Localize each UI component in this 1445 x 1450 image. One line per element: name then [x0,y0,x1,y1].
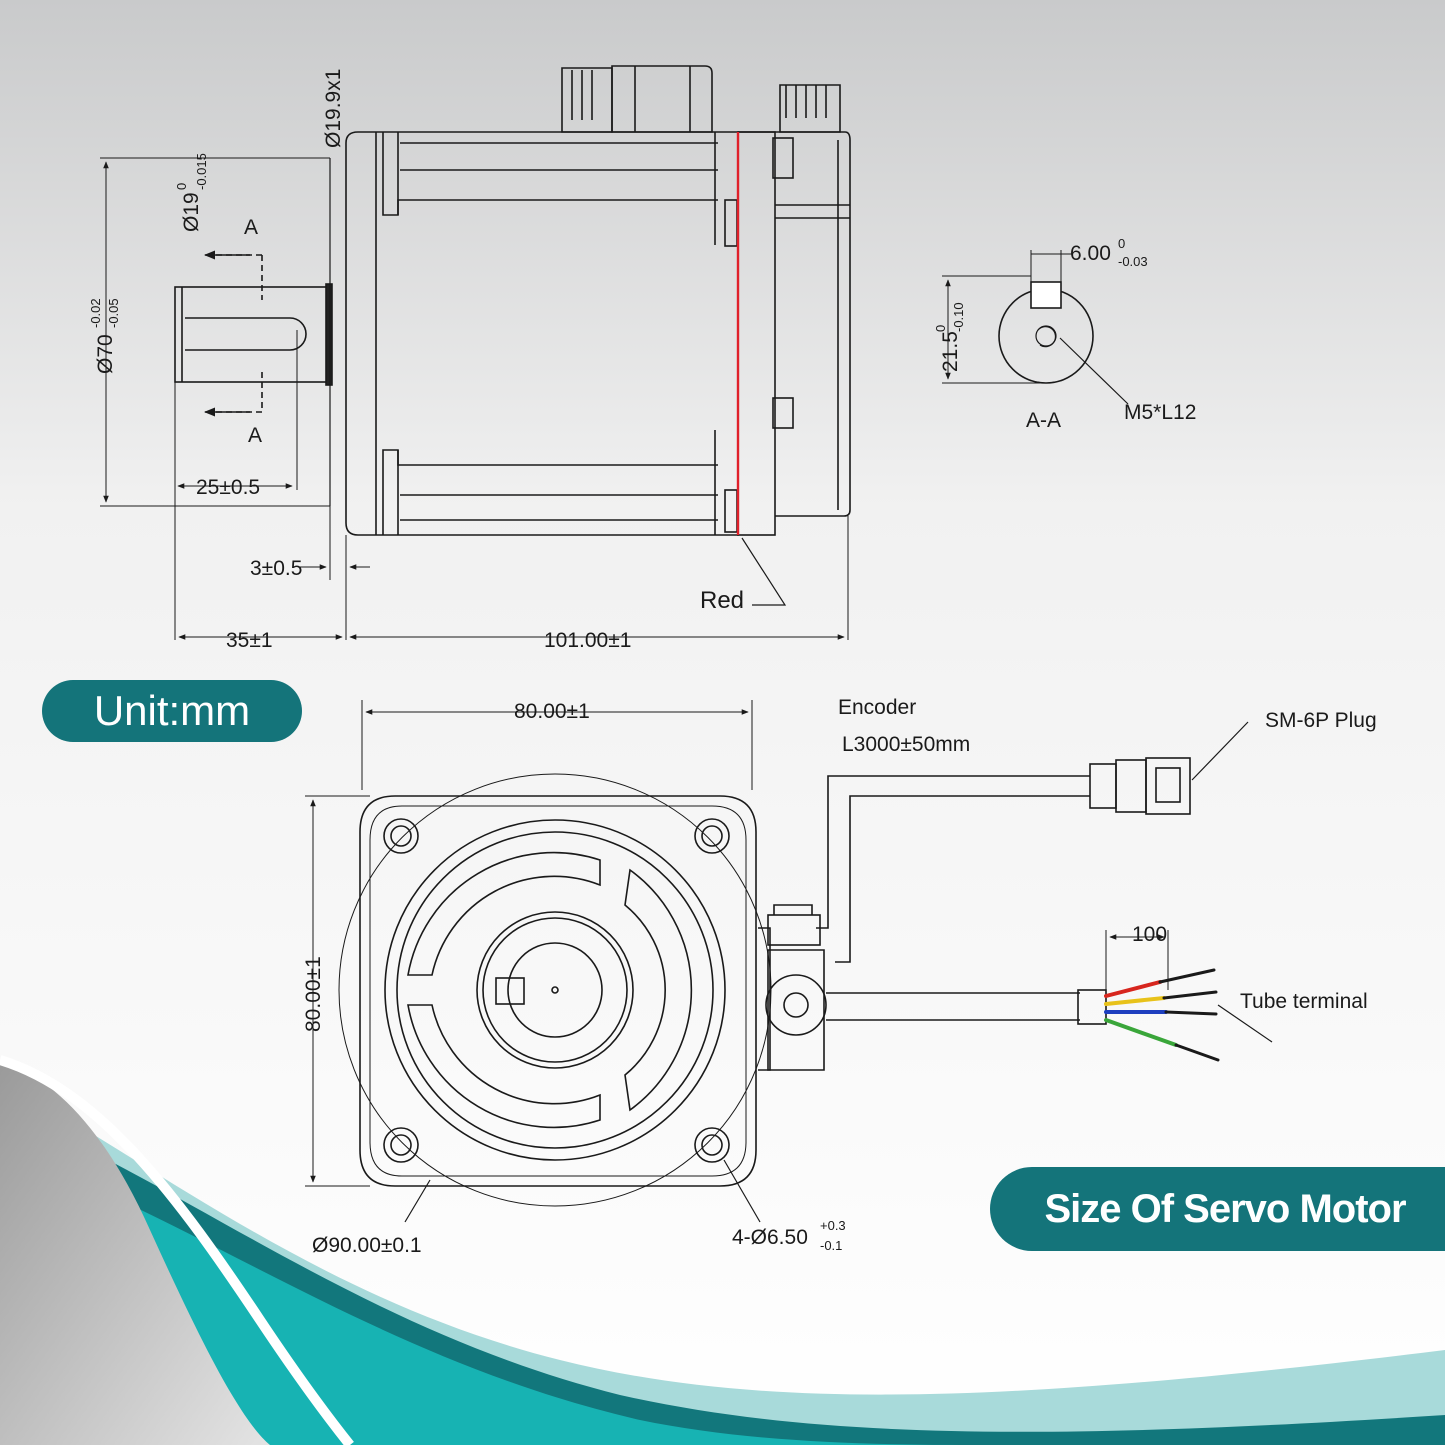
mount-hole [383,818,419,854]
wire-length-label: 100 [1132,923,1167,946]
body-length-label: 101.00±1 [544,629,631,652]
hole-spec-group: 4-Ø6.50 +0.3 -0.1 [732,1218,846,1253]
thread-label: M5*L12 [1124,401,1196,424]
front-height-label: 80.00±1 [302,956,325,1032]
front-view [305,700,1273,1207]
face-slot [407,851,601,976]
body-diameter-group: Ø70 -0.02 -0.05 [88,298,121,374]
body-diameter-sub: -0.05 [106,298,121,328]
front-width-label: 80.00±1 [514,700,590,723]
decorative-waves [0,1055,1445,1449]
shaft-keyway [185,317,307,351]
mount-hole [383,1127,419,1163]
key-width-label: 6.00 [1070,242,1111,265]
plug-label: SM-6P Plug [1265,709,1377,732]
section-title: A-A [1026,409,1061,432]
section-height-sup: 0 [933,325,948,332]
pcd-label: Ø90.00±0.1 [312,1234,422,1257]
key-width-group: 6.00 0 -0.03 [1070,236,1148,269]
mount-hole [694,818,730,854]
power-wires [1104,968,1220,1062]
section-mark-bottom: A [248,424,262,447]
mount-hole [694,1127,730,1163]
title-badge: Size Of Servo Motor [990,1167,1445,1251]
section-mark-top: A [244,216,258,239]
encoder-label: Encoder [838,696,916,719]
shaft-diameter-label: Ø19 [180,192,203,232]
key-width-sub: -0.03 [1118,254,1148,269]
encoder-housing [775,131,851,517]
encoder-port [767,914,821,946]
keyway-length-label: 25±0.5 [196,476,260,499]
shaft-diameter-sup: 0 [174,183,189,190]
face-slot [624,868,693,1112]
shaft-diameter-sub: -0.015 [194,153,209,190]
red-marker-label: Red [700,587,744,614]
shaft-length-label: 35±1 [226,629,273,652]
flange-offset-label: 3±0.5 [250,557,302,580]
power-port [767,949,825,1071]
body-diameter-sup: -0.02 [88,298,103,328]
wire-red [1104,980,1162,998]
hole-spec-sup: +0.3 [820,1218,846,1233]
face-slot [407,1004,601,1129]
encoder-connector [779,84,841,133]
pcd-circle [338,773,772,1207]
key-width-sup: 0 [1118,236,1125,251]
hole-spec-label: 4-Ø6.50 [732,1226,808,1249]
tube-terminal-label: Tube terminal [1240,990,1368,1013]
front-flange [359,795,757,1187]
section-view [942,250,1129,405]
body-diameter-label: Ø70 [94,334,117,374]
hole-spec-sub: -0.1 [820,1238,842,1253]
wire-yellow [1104,996,1166,1006]
flange-diameter-label: Ø19.9x1 [322,69,345,148]
side-view [100,65,851,640]
shaft-key [495,977,525,1005]
wire-green [1104,1018,1178,1047]
shaft-diameter-group: Ø19 0 -0.015 [174,153,209,232]
section-height-label: 21.5 [939,331,962,372]
section-height-sub: -0.10 [951,302,966,332]
encoder-length-label: L3000±50mm [842,733,970,756]
unit-badge: Unit:mm [42,680,302,742]
section-height-group: 21.5 0 -0.10 [933,302,966,372]
power-cable-sleeve [1077,989,1107,1025]
